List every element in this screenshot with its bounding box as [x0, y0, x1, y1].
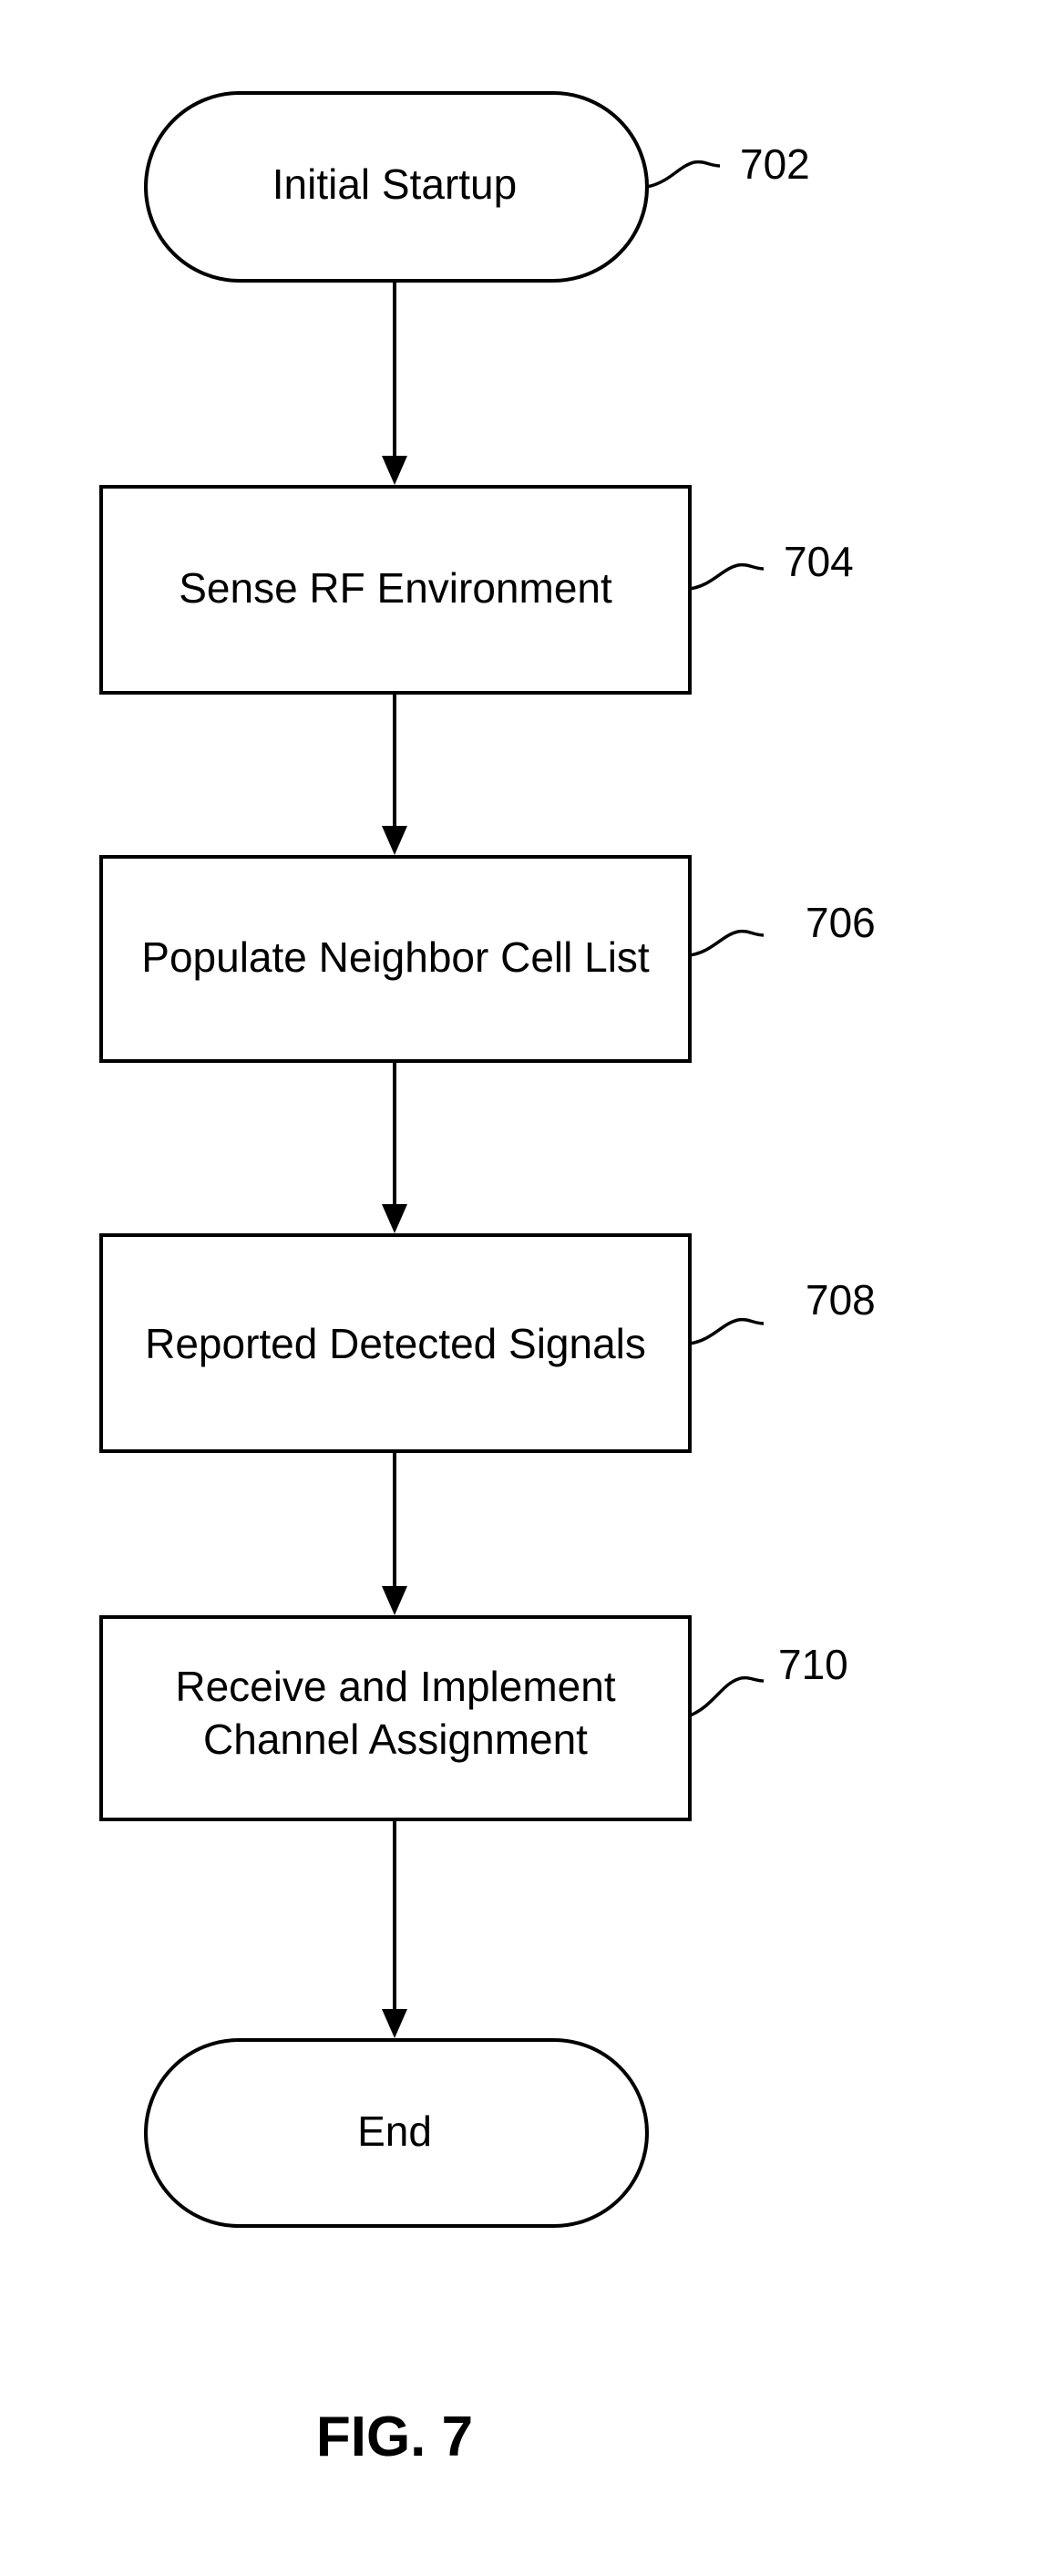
edge-populate-to-report — [382, 1061, 407, 1233]
ref-710-label: 710 — [778, 1641, 848, 1688]
ref-702: 702 — [647, 140, 810, 188]
node-receive-label-line1: Receive and Implement — [175, 1663, 615, 1710]
ref-702-label: 702 — [740, 140, 810, 188]
node-start-label: Initial Startup — [272, 160, 517, 208]
ref-706-label: 706 — [806, 899, 876, 946]
ref-704: 704 — [690, 538, 854, 589]
edge-receive-to-end — [382, 1819, 407, 2038]
node-report: Reported Detected Signals — [101, 1235, 690, 1451]
edge-start-to-sense — [382, 281, 407, 485]
ref-706: 706 — [690, 899, 876, 955]
node-populate-label: Populate Neighbor Cell List — [141, 933, 650, 981]
node-receive: Receive and Implement Channel Assignment — [101, 1617, 690, 1819]
ref-710: 710 — [690, 1641, 848, 1716]
node-sense-label: Sense RF Environment — [179, 564, 612, 612]
node-report-label: Reported Detected Signals — [145, 1320, 646, 1367]
node-end-label: End — [357, 2107, 432, 2155]
node-end: End — [146, 2040, 647, 2226]
ref-704-label: 704 — [784, 538, 854, 585]
node-populate: Populate Neighbor Cell List — [101, 857, 690, 1061]
figure-label: FIG. 7 — [316, 2406, 473, 2468]
edge-report-to-receive — [382, 1451, 407, 1615]
ref-708-label: 708 — [806, 1276, 876, 1324]
node-sense: Sense RF Environment — [101, 487, 690, 693]
edge-sense-to-populate — [382, 693, 407, 855]
node-receive-label-line2: Channel Assignment — [203, 1716, 588, 1763]
node-start: Initial Startup — [146, 93, 647, 281]
ref-708: 708 — [690, 1276, 876, 1344]
